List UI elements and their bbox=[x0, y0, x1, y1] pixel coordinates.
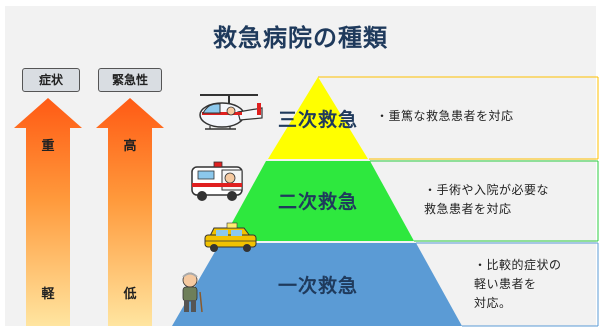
page-title: 救急病院の種類 bbox=[213, 24, 388, 52]
tier-2-description: ・手術や入院が必要な 救急患者を対応 bbox=[424, 183, 550, 216]
tier-1-description: ・比較的症状の 軽い患者を 対応。 bbox=[474, 258, 562, 310]
symptom-arrow bbox=[14, 98, 82, 326]
tier-2-label: 二次救急 bbox=[277, 191, 358, 213]
helicopter-icon bbox=[199, 94, 263, 130]
tier-3-label: 三次救急 bbox=[277, 109, 358, 131]
taxi-icon bbox=[204, 222, 257, 252]
urgency-header: 緊急性 bbox=[98, 68, 162, 92]
urgency-low-label: 低 bbox=[123, 287, 137, 302]
symptom-low-label: 軽 bbox=[41, 287, 55, 302]
elderly-person-icon bbox=[182, 272, 203, 313]
tier-1-label: 一次救急 bbox=[277, 275, 358, 297]
urgency-arrow bbox=[96, 98, 164, 326]
symptom-header: 症状 bbox=[22, 68, 80, 92]
tier-1-shape bbox=[172, 243, 462, 326]
urgency-high-label: 高 bbox=[123, 139, 137, 154]
ambulance-icon bbox=[191, 161, 243, 201]
tier-3-shape bbox=[268, 77, 368, 159]
tier-3-description: ・重篤な救急患者を対応 bbox=[376, 109, 514, 123]
tier-2-shape bbox=[222, 161, 414, 241]
symptom-high-label: 重 bbox=[41, 139, 55, 154]
